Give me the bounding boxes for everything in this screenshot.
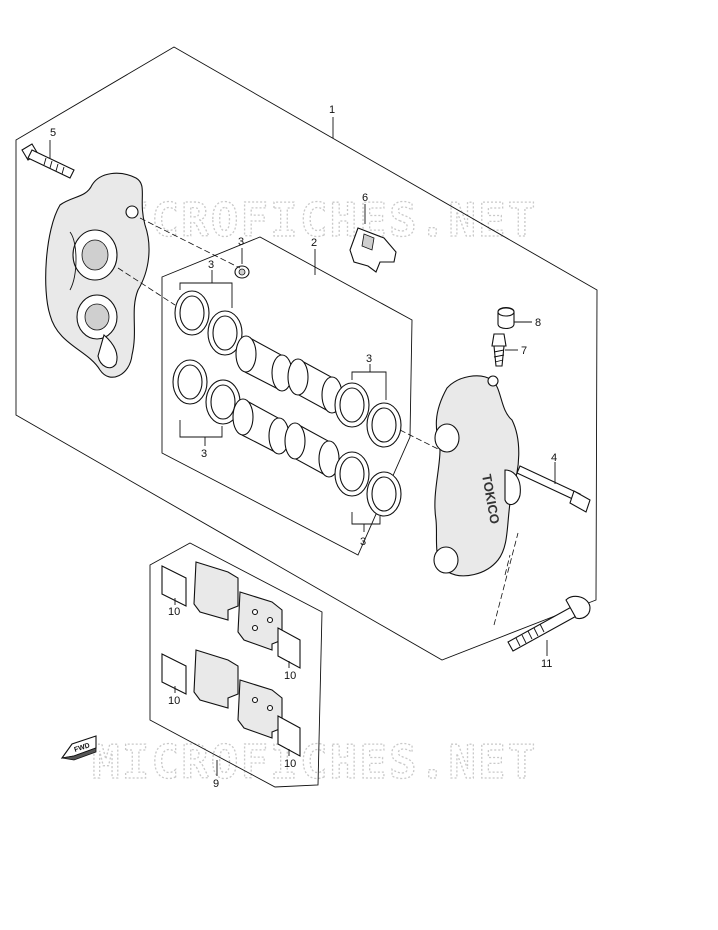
callout-3-washer: 3: [238, 236, 244, 248]
brake-pad-2: [237, 591, 283, 651]
assembly-outline: [15, 46, 598, 661]
callout-8: 8: [535, 317, 541, 329]
part-11-mounting-bolt: [507, 595, 591, 652]
shim-1: [161, 565, 187, 607]
caliper-half-left: [45, 172, 150, 378]
part-8-bleeder-cap: [497, 306, 515, 330]
shim-4: [277, 715, 301, 757]
callout-10-b: 10: [284, 670, 296, 682]
pistons: [232, 335, 343, 478]
callout-4: 4: [551, 452, 557, 464]
watermark-top: MICROFICHES.NET: [92, 193, 537, 247]
callout-10-a: 10: [168, 606, 180, 618]
callout-1: 1: [329, 104, 335, 116]
shim-3: [161, 653, 187, 695]
part-7-bleeder-valve: [491, 333, 507, 367]
brake-pad-4: [237, 679, 283, 739]
piston-kit-outline: [161, 236, 413, 556]
seal-group-bottom-right: [334, 451, 402, 517]
callout-5: 5: [50, 127, 56, 139]
brake-pad-1: [193, 561, 239, 621]
part-6-pad-spring: [349, 227, 397, 273]
callout-3-right-bottom: 3: [360, 536, 366, 548]
brake-pad-3: [193, 649, 239, 709]
callout-2: 2: [311, 237, 317, 249]
part-5-bolt: [21, 143, 75, 179]
callout-3-right-top: 3: [366, 353, 372, 365]
callout-6: 6: [362, 192, 368, 204]
callout-3-bottom-left: 3: [201, 448, 207, 460]
callout-10-d: 10: [284, 758, 296, 770]
seal-group-bottom-left: [172, 359, 241, 425]
callout-9: 9: [213, 778, 219, 790]
callout-3-top: 3: [208, 259, 214, 271]
caliper-half-right: TOKICO: [433, 375, 521, 577]
fwd-arrow-icon: FWD: [60, 735, 97, 761]
seal-group-top-right: [334, 382, 402, 448]
fwd-label: FWD: [73, 742, 90, 754]
pad-set-outline: [149, 542, 323, 788]
callout-10-c: 10: [168, 695, 180, 707]
callout-11: 11: [541, 658, 552, 670]
shim-2: [277, 627, 301, 669]
seal-group-top-left: [174, 290, 243, 356]
part-4-pad-pin: [516, 465, 591, 513]
watermark-bottom: MICROFICHES.NET: [92, 735, 537, 789]
callout-7: 7: [521, 345, 527, 357]
